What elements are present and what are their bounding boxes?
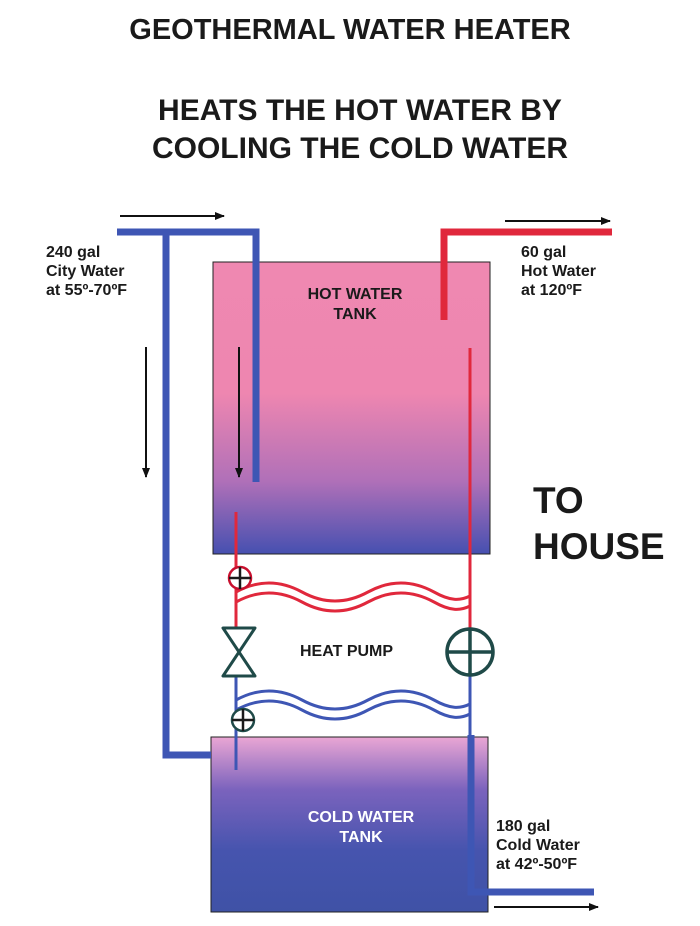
- condenser-coil-upper: [235, 581, 471, 603]
- cold-supply-down-pipe: [162, 232, 211, 759]
- evaporator-coil-lower: [235, 699, 471, 721]
- page-subtitle: HEATS THE HOT WATER BY COOLING THE COLD …: [0, 92, 700, 168]
- subtitle-line-2: COOLING THE COLD WATER: [151, 132, 569, 165]
- hot-water-out-label: 60 gal Hot Water at 120ºF: [521, 243, 596, 300]
- cold-tank-label: COLD WATER TANK: [276, 808, 446, 848]
- expansion-valve-icon: [221, 626, 257, 678]
- cold-water-temp: at 42º-50ºF: [496, 856, 578, 873]
- cold-water-volume: 180 gal: [496, 818, 551, 835]
- cold-water-out-label: 180 gal Cold Water at 42º-50ºF: [496, 817, 580, 874]
- heat-pump-label: HEAT PUMP: [300, 643, 394, 660]
- cold-circulation-pump-icon: [230, 707, 256, 733]
- compressor-icon: [445, 627, 495, 677]
- cold-tank-label-line-2: TANK: [339, 829, 383, 846]
- condenser-coil-lower: [235, 591, 471, 613]
- to-house-line-2: HOUSE: [533, 526, 665, 567]
- page-title: GEOTHERMAL WATER HEATER: [129, 14, 571, 46]
- cold-water-outlet-pipe: [467, 735, 594, 896]
- hot-tank-label-line-2: TANK: [333, 306, 377, 323]
- city-water-label: 240 gal City Water at 55º-70ºF: [46, 243, 127, 300]
- to-house-line-1: TO: [533, 480, 584, 521]
- city-water-volume: 240 gal: [46, 244, 101, 261]
- city-water-temp: at 55º-70ºF: [46, 282, 128, 299]
- hot-tank-label: HOT WATER TANK: [280, 285, 430, 325]
- hot-water-name: Hot Water: [521, 263, 596, 280]
- cold-tank-label-line-1: COLD WATER: [307, 809, 415, 826]
- city-water-name: City Water: [46, 263, 125, 280]
- cold-water-tank: [210, 736, 489, 913]
- hot-water-temp: at 120ºF: [521, 282, 582, 299]
- hot-circulation-pump-icon: [227, 565, 253, 591]
- evaporator-coil-upper: [235, 689, 471, 711]
- to-house-label: TO HOUSE: [533, 478, 665, 570]
- hot-tank-label-line-1: HOT WATER: [307, 286, 403, 303]
- hot-water-volume: 60 gal: [521, 244, 567, 261]
- hot-water-outlet-pipe: [440, 228, 612, 320]
- cold-water-name: Cold Water: [496, 837, 580, 854]
- subtitle-line-1: HEATS THE HOT WATER BY: [158, 94, 562, 127]
